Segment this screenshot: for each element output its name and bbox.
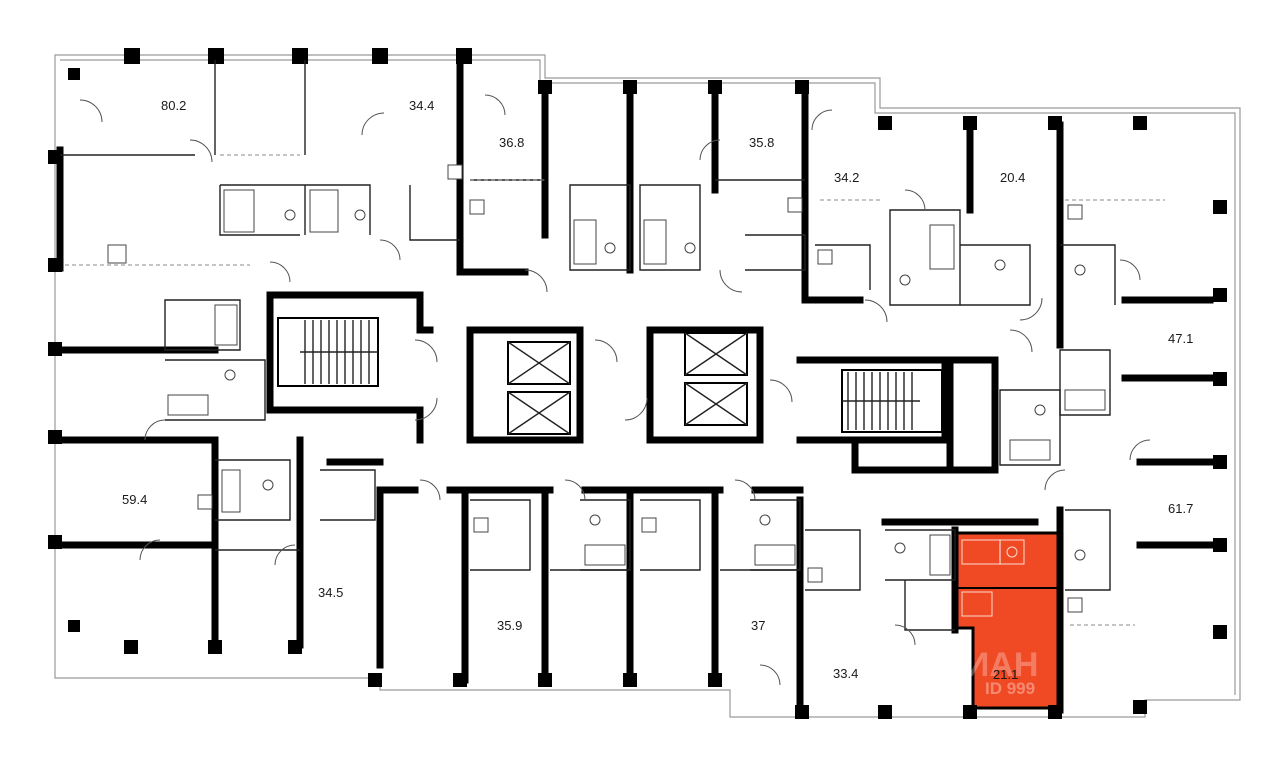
area-label-34-4[interactable]: 34.4 — [409, 98, 434, 113]
area-labels: 80.2 34.4 36.8 35.8 34.2 20.4 47.1 59.4 … — [122, 98, 1193, 682]
area-label-21-1[interactable]: 21.1 — [993, 667, 1018, 682]
area-label-47-1[interactable]: 47.1 — [1168, 331, 1193, 346]
area-label-36-8[interactable]: 36.8 — [499, 135, 524, 150]
area-label-34-2[interactable]: 34.2 — [834, 170, 859, 185]
stairwell-right — [841, 369, 943, 433]
fixtures — [107, 164, 1106, 613]
area-label-80-2[interactable]: 80.2 — [161, 98, 186, 113]
area-label-37[interactable]: 37 — [751, 618, 765, 633]
interior-partitions — [60, 60, 1116, 631]
area-label-35-9[interactable]: 35.9 — [497, 618, 522, 633]
area-label-35-8[interactable]: 35.8 — [749, 135, 774, 150]
elevator-shafts — [507, 332, 748, 435]
facade-columns — [48, 48, 1227, 719]
structural-walls — [56, 61, 1224, 719]
watermark-logo-text: ЦИАН — [940, 646, 1038, 684]
dashed-boundaries — [65, 154, 1165, 626]
area-label-20-4[interactable]: 20.4 — [1000, 170, 1025, 185]
area-label-59-4[interactable]: 59.4 — [122, 492, 147, 507]
area-label-34-5[interactable]: 34.5 — [318, 585, 343, 600]
watermark-id-text: ID 999 — [985, 679, 1035, 698]
area-label-33-4[interactable]: 33.4 — [833, 666, 858, 681]
stairwell-left — [277, 317, 379, 387]
highlighted-apartment-bath — [956, 539, 1062, 617]
doors — [79, 94, 1151, 686]
area-label-61-7[interactable]: 61.7 — [1168, 501, 1193, 516]
